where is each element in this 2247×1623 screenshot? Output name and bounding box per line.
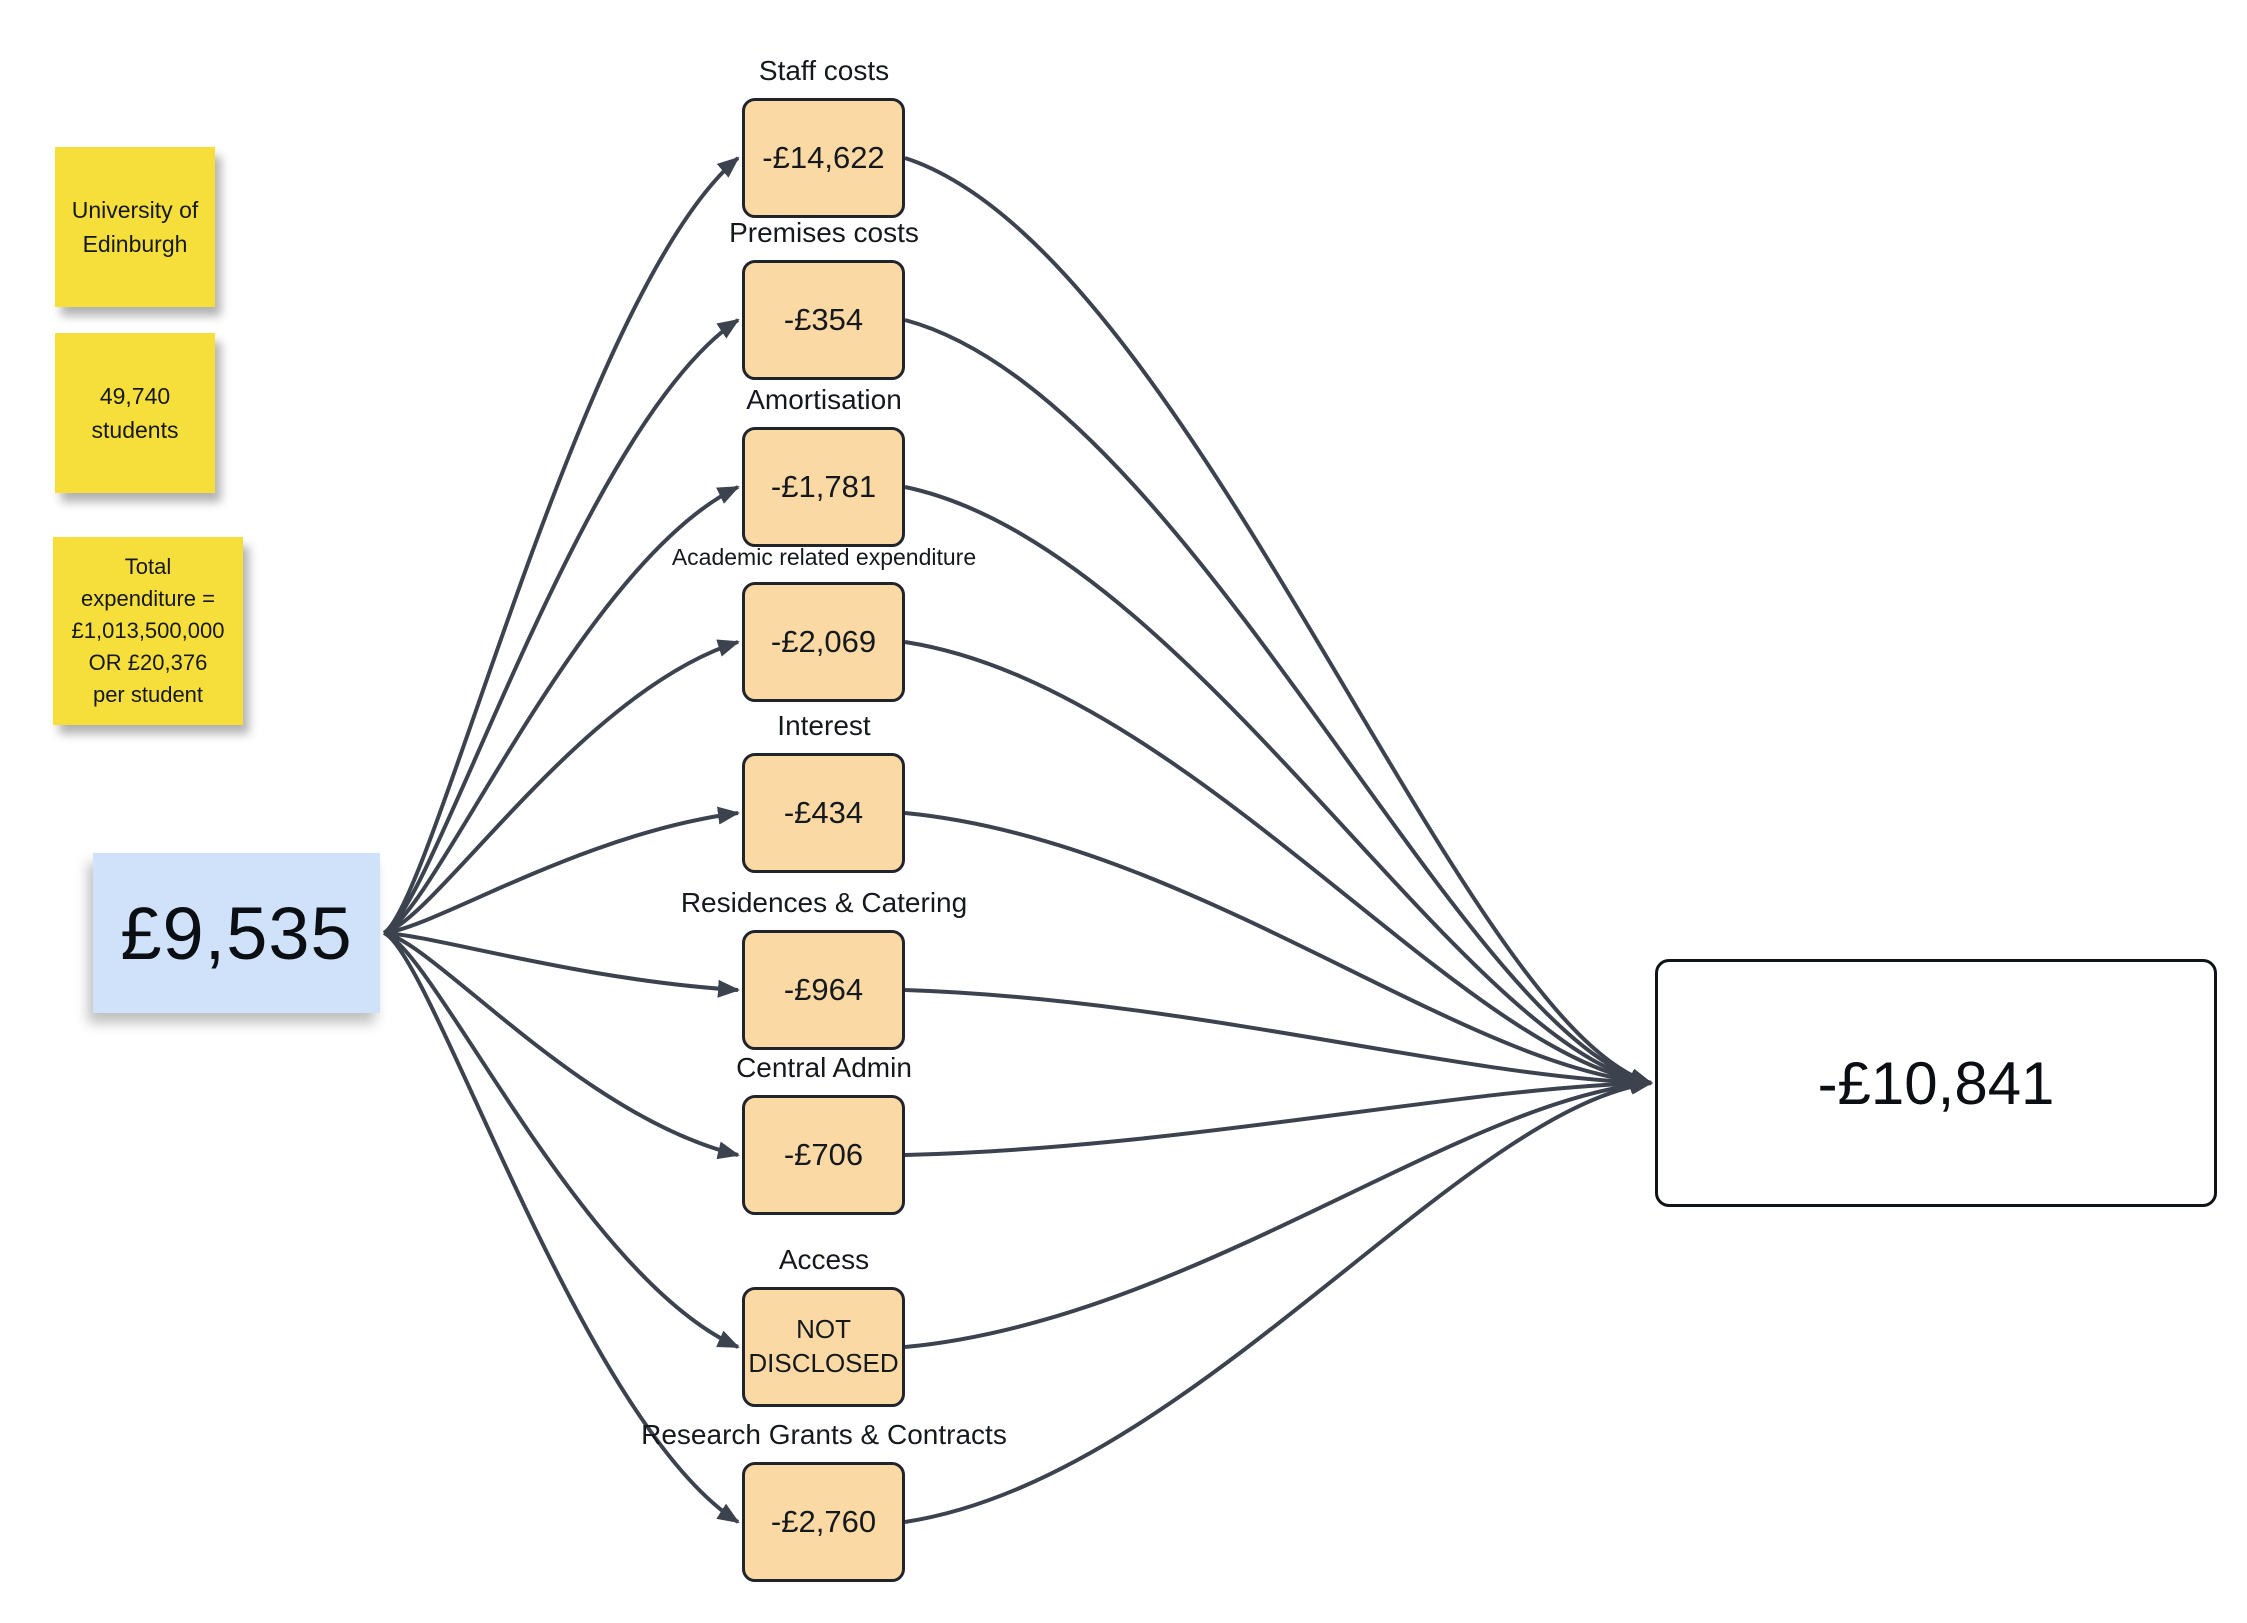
category-value: -£1,781 <box>770 468 877 504</box>
sticky-note-university[interactable]: University of Edinburgh <box>55 147 215 307</box>
source-amount-box[interactable]: £9,535 <box>93 853 380 1013</box>
source-amount: £9,535 <box>120 891 353 975</box>
sticky-note-students[interactable]: 49,740 students <box>55 333 215 493</box>
category-label-residences-catering[interactable]: Residences & Catering <box>680 887 968 918</box>
category-value: -£354 <box>783 301 864 337</box>
sticky-line: students <box>91 417 179 443</box>
sticky-line: Edinburgh <box>82 231 188 257</box>
category-value: -£14,622 <box>762 139 885 175</box>
category-label-amortisation[interactable]: Amortisation <box>746 384 902 415</box>
category-label-staff-costs[interactable]: Staff costs <box>758 55 890 86</box>
sticky-line: expenditure = <box>81 586 215 612</box>
category-label-interest[interactable]: Interest <box>777 710 871 741</box>
category-value: NOT DISCLOSED <box>748 1314 899 1378</box>
category-box-research-grants-contracts[interactable]: -£2,760 <box>742 1462 905 1582</box>
category-label-academic-related-expenditure[interactable]: Academic related expenditure <box>671 544 977 570</box>
category-value: -£2,760 <box>770 1503 877 1539</box>
result-amount: -£10,841 <box>1817 1049 2055 1117</box>
category-box-central-admin[interactable]: -£706 <box>742 1095 905 1215</box>
category-label-premises-costs[interactable]: Premises costs <box>729 217 919 248</box>
sticky-line: per student <box>92 681 204 707</box>
sticky-line: 49,740 <box>99 382 171 409</box>
sticky-line: University of <box>71 196 199 223</box>
sticky-line: £1,013,500,000 <box>71 618 225 644</box>
result-amount-box[interactable]: -£10,841 <box>1655 959 2217 1207</box>
category-box-staff-costs[interactable]: -£14,622 <box>742 98 905 218</box>
category-box-access[interactable]: NOT DISCLOSED <box>742 1287 905 1407</box>
category-label-central-admin[interactable]: Central Admin <box>736 1052 912 1083</box>
category-box-amortisation[interactable]: -£1,781 <box>742 427 905 547</box>
sticky-note-total-expenditure[interactable]: Total expenditure = £1,013,500,000 OR £2… <box>53 537 243 725</box>
category-label-research-grants-contracts[interactable]: Research Grants & Contracts <box>641 1419 1007 1450</box>
category-value: -£706 <box>783 1136 864 1172</box>
category-box-academic-related-expenditure[interactable]: -£2,069 <box>742 582 905 702</box>
category-value: -£2,069 <box>770 623 877 659</box>
sticky-line: OR £20,376 <box>88 649 208 675</box>
category-label-access[interactable]: Access <box>778 1244 870 1275</box>
category-value: -£964 <box>783 971 864 1007</box>
category-box-residences-catering[interactable]: -£964 <box>742 930 905 1050</box>
sticky-line: Total <box>124 554 172 580</box>
category-box-premises-costs[interactable]: -£354 <box>742 260 905 380</box>
category-box-interest[interactable]: -£434 <box>742 753 905 873</box>
category-value: -£434 <box>783 794 864 830</box>
